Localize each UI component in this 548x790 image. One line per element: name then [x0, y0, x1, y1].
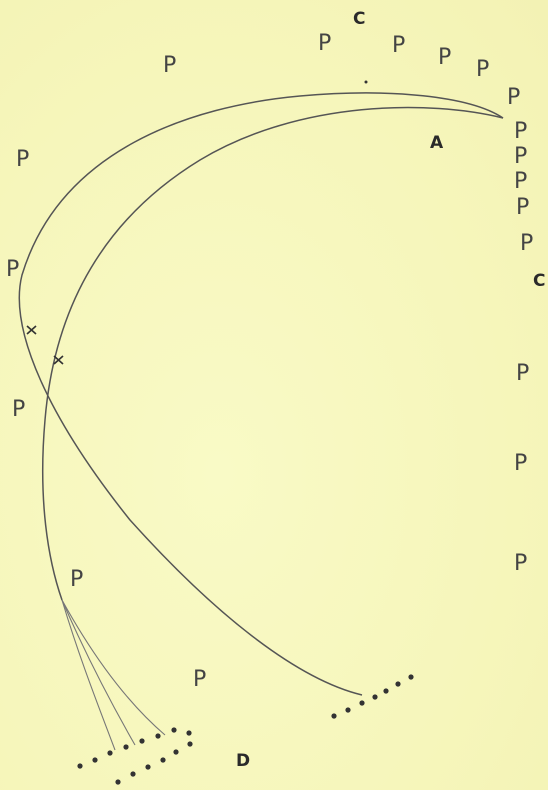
flag-marker: P: [163, 53, 176, 78]
flag-marker: P: [514, 119, 527, 144]
flag-marker: P: [516, 361, 529, 386]
cross-marker-2: [53, 355, 64, 365]
tail-strand-2: [61, 599, 136, 746]
tail-strand-3: [61, 599, 166, 736]
tail-strand-1: [61, 599, 116, 751]
flag-markers: P P P P P P P P P P P P P P P P P P P: [6, 31, 533, 692]
small-dot: [364, 80, 368, 84]
label-c-right: C: [533, 271, 545, 291]
dot-row-left-lower: [115, 741, 193, 785]
flag-marker: P: [438, 45, 451, 70]
flag-marker: P: [516, 195, 529, 220]
flag-marker: P: [70, 567, 83, 592]
flag-marker: P: [514, 169, 527, 194]
flag-marker: P: [514, 451, 527, 476]
dot-row-left-upper: [77, 727, 192, 769]
flag-marker: P: [507, 85, 520, 110]
outer-curve: [18, 92, 504, 696]
flag-marker: P: [392, 33, 405, 58]
flag-marker: P: [318, 31, 331, 56]
flag-marker: P: [193, 667, 206, 692]
cross-marker-1: [26, 325, 37, 335]
flag-marker: P: [16, 147, 29, 172]
label-a: A: [430, 133, 444, 153]
label-d: D: [236, 751, 250, 771]
label-c-top: C: [353, 9, 365, 29]
flag-marker: P: [520, 231, 533, 256]
dot-row-right: [331, 674, 414, 719]
flag-marker: P: [514, 551, 527, 576]
flag-marker: P: [514, 144, 527, 169]
curves: [18, 92, 504, 751]
flag-marker: P: [6, 257, 19, 282]
inner-curve: [41, 106, 504, 601]
flag-marker: P: [12, 397, 25, 422]
flag-marker: P: [476, 57, 489, 82]
